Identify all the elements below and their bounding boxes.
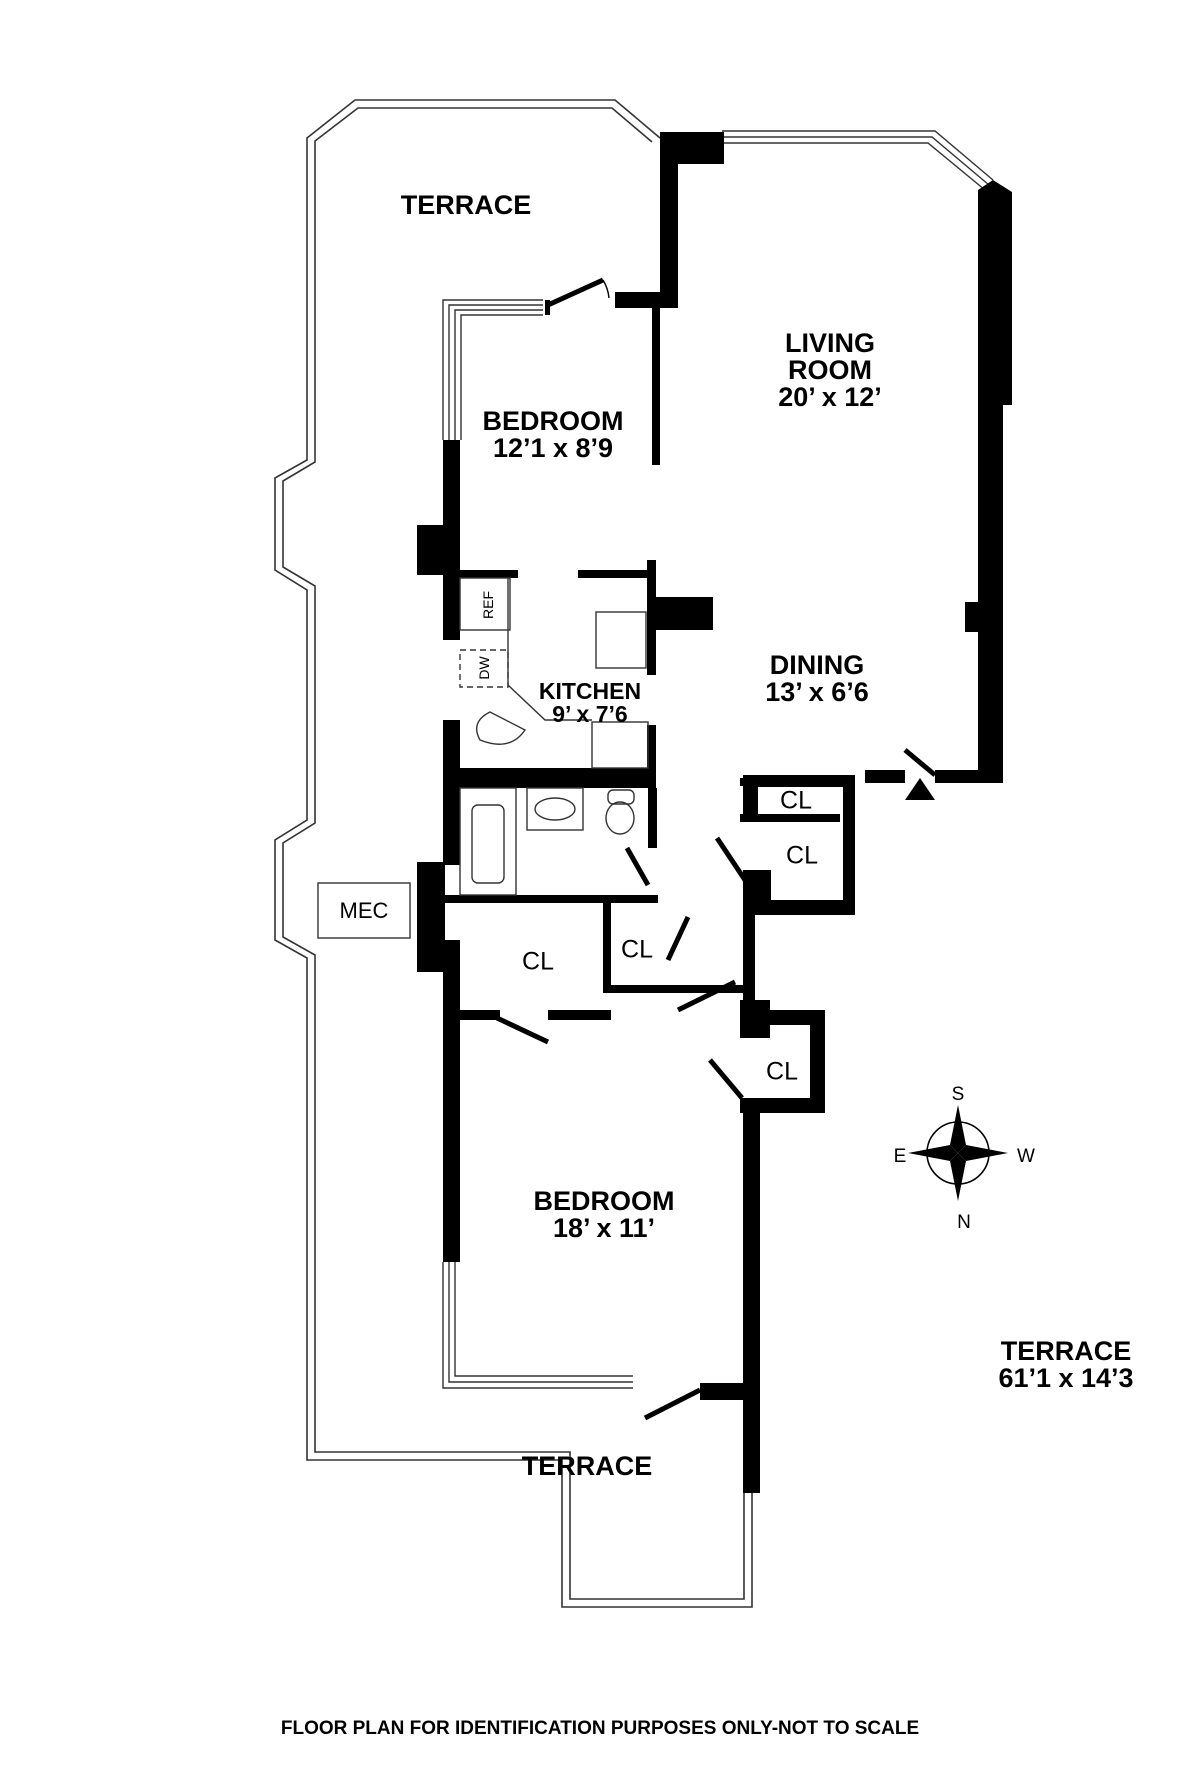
- bedroom2-dims: 18’ x 11’: [552, 1213, 656, 1243]
- living-room-name-1: LIVING: [784, 328, 876, 358]
- closet-label: CL: [766, 1057, 798, 1086]
- disclaimer-footer: FLOOR PLAN FOR IDENTIFICATION PURPOSES O…: [280, 1718, 920, 1739]
- closet-label: CL: [522, 947, 554, 976]
- closet-label: CL: [780, 786, 812, 815]
- compass-east: E: [893, 1146, 907, 1167]
- bedroom2-label: BEDROOM 18’ x 11’: [534, 1188, 675, 1242]
- kitchen-name: KITCHEN: [538, 678, 642, 704]
- terrace-total-label: TERRACE 61’1 x 14’3: [998, 1338, 1133, 1392]
- walls: [417, 132, 1012, 1493]
- terrace-total-dims: 61’1 x 14’3: [998, 1363, 1134, 1393]
- living-room-name-2: ROOM: [787, 355, 872, 385]
- ref-label: REF: [480, 591, 496, 619]
- terrace-outline: [274, 99, 753, 1608]
- living-room-dims: 20’ x 12’: [778, 382, 882, 412]
- dining-dims: 13’ x 6’6: [765, 677, 869, 707]
- door-swings: [495, 836, 748, 1100]
- bedroom1-label: BEDROOM 12’1 x 8’9: [483, 408, 624, 462]
- bedroom2-window: [442, 1262, 633, 1389]
- compass-south: S: [951, 1084, 965, 1105]
- terrace-south-label: TERRACE: [521, 1451, 653, 1481]
- terrace-north-label: TERRACE: [400, 190, 532, 220]
- compass-west: W: [1017, 1146, 1035, 1167]
- compass-icon: [908, 1105, 1008, 1201]
- living-room-label: LIVING ROOM 20’ x 12’: [778, 330, 882, 411]
- closet-label: CL: [786, 841, 818, 870]
- bedroom1-window: [442, 299, 543, 440]
- kitchen-dims: 9’ x 7’6: [552, 701, 628, 727]
- mec-box: [317, 882, 411, 939]
- dw-label: DW: [476, 656, 492, 680]
- kitchen-label: KITCHEN 9’ x 7’6: [539, 680, 641, 726]
- living-window: [722, 130, 994, 191]
- bedroom1-name: BEDROOM: [482, 406, 624, 436]
- kitchen-fixtures: [459, 577, 649, 896]
- bedroom2-name: BEDROOM: [533, 1186, 675, 1216]
- dining-label: DINING 13’ x 6’6: [765, 652, 869, 706]
- mec-label: MEC: [339, 898, 389, 923]
- closet-label: CL: [621, 935, 653, 964]
- bedroom1-dims: 12’1 x 8’9: [492, 433, 614, 463]
- terrace-total-name: TERRACE: [1000, 1336, 1132, 1366]
- compass-north: N: [957, 1212, 971, 1233]
- dining-name: DINING: [769, 650, 865, 680]
